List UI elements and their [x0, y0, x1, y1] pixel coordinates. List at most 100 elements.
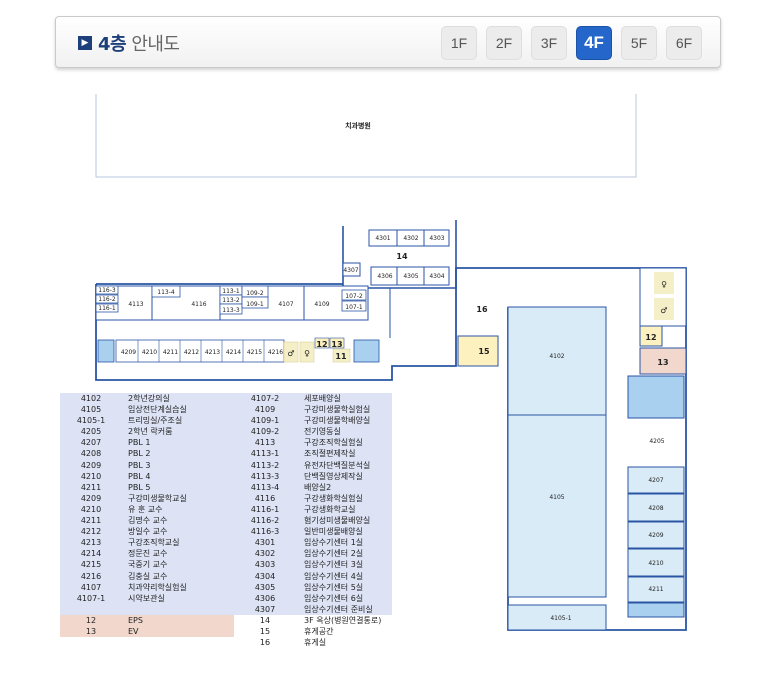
legend-room-name: 휴게실 — [304, 638, 327, 648]
legend-room-name: 트리밍실/주조실 — [128, 416, 183, 426]
tab-6f[interactable]: 6F — [666, 26, 702, 60]
dental-hospital-label: 치과병원 — [345, 121, 371, 130]
legend-room-number: 14 — [259, 615, 271, 625]
legend-room-name: 임상수기센터 4실 — [304, 571, 364, 581]
room-4210: 4210 — [648, 560, 663, 567]
floor-guide-header: ▶ 4층 안내도 1F 2F 3F 4F 5F 6F — [55, 16, 721, 68]
legend-room-number: 4113-1 — [250, 449, 280, 459]
tab-5f[interactable]: 5F — [621, 26, 657, 60]
tab-3f[interactable]: 3F — [531, 26, 567, 60]
legend-room-number: 4301 — [254, 538, 276, 548]
title-text: 안내도 — [126, 34, 180, 55]
room-4102: 4102 — [549, 353, 564, 360]
room-113-1: 113-1 — [222, 288, 240, 295]
legend-room-number: 12 — [60, 614, 122, 626]
room-113-2: 113-2 — [222, 297, 240, 304]
legend-room-number: 4211 — [80, 482, 102, 492]
floor-tabs: 1F 2F 3F 4F 5F 6F — [441, 26, 702, 60]
room-107-2: 107-2 — [345, 293, 363, 300]
legend-room-number: 15 — [259, 626, 271, 636]
legend-row: 4212 방일수 교수 4116-3 일반미생물배양실 — [60, 526, 392, 537]
room-4305: 4305 — [403, 273, 418, 280]
legend-room-number: 4107 — [80, 582, 102, 592]
legend-room-number: 4102 — [80, 394, 102, 403]
room-4208: 4208 — [648, 505, 663, 512]
room-4116: 4116 — [191, 301, 206, 308]
room-4304: 4304 — [429, 273, 444, 280]
legend-room-number: 4105-1 — [76, 416, 106, 426]
legend-room-number: 4207 — [80, 438, 102, 448]
legend-room-name: 일반미생물배양실 — [304, 527, 363, 537]
legend-room-number: 4109-1 — [250, 416, 280, 426]
legend-room-number: 13 — [60, 625, 122, 638]
legend-room-number: 4307 — [254, 604, 276, 614]
bottom-room-label: 4215 — [247, 349, 262, 356]
room-4301: 4301 — [375, 235, 390, 242]
left-wing-rooms: 116-3 116-2 116-1 4113 113-4 4116 113-1 … — [95, 285, 369, 321]
legend-room-number: 4303 — [254, 560, 276, 570]
legend-room-name: 3F 옥상(병원연결통로) — [304, 615, 382, 625]
legend-room-name: 조직절편제작실 — [304, 449, 356, 459]
legend-room-name: 세포배양실 — [304, 394, 341, 403]
bottom-room-label: 4209 — [121, 349, 136, 356]
legend-room-number: 16 — [259, 638, 271, 648]
legend-room-name: 2학년강의실 — [128, 394, 170, 403]
legend-room-number: 4109 — [254, 405, 276, 415]
toilet-men-icon: ♂ — [287, 349, 294, 358]
room-4105-1: 4105-1 — [550, 615, 571, 622]
room-116-2: 116-2 — [98, 296, 116, 303]
tab-1f[interactable]: 1F — [441, 26, 477, 60]
room-107-1: 107-1 — [345, 304, 363, 311]
legend-room-name: 구강미생물학교실 — [128, 493, 187, 503]
room-4209: 4209 — [648, 532, 663, 539]
bottom-room-label: 4212 — [184, 349, 199, 356]
legend-room-number: 4107-2 — [250, 394, 280, 403]
tab-2f[interactable]: 2F — [486, 26, 522, 60]
tab-4f[interactable]: 4F — [576, 26, 612, 60]
center-rooms: 15 16 — [457, 305, 499, 367]
east-wing: 4102 4105 4105-1 ♀ ♂ 12 13 4205 4207 420… — [507, 267, 687, 631]
legend-room-number: 4212 — [80, 527, 102, 537]
room-4205: 4205 — [649, 438, 664, 445]
room-113-3: 113-3 — [222, 307, 240, 314]
room-13: 13 — [657, 358, 668, 367]
bottom-room-label: 4214 — [226, 349, 241, 356]
legend-room-name: 구강미생물학실험실 — [304, 405, 371, 415]
legend-room-number: 4113-2 — [250, 460, 280, 470]
legend-room-number: 4211 — [80, 516, 102, 526]
legend-room-number — [60, 637, 122, 648]
bottom-room-label: 4210 — [142, 349, 157, 356]
page-title: 4층 안내도 — [98, 30, 180, 56]
legend-room-name: 2학년 락커룸 — [128, 427, 173, 437]
floor-number: 4층 — [98, 34, 127, 55]
legend-room-number: 4306 — [254, 593, 276, 603]
room-113-4: 113-4 — [157, 289, 175, 296]
legend-room-number: 4116-2 — [250, 516, 280, 526]
legend-room-number: 4116-3 — [250, 527, 280, 537]
legend-room-name: 방일수 교수 — [128, 527, 168, 537]
legend-room-name: PBL 3 — [128, 460, 151, 470]
legend-room-name: PBL 4 — [128, 471, 151, 481]
legend-room-number: 4215 — [80, 560, 102, 570]
legend-room-name: 임상전단계실습실 — [128, 405, 187, 415]
room-4302: 4302 — [403, 235, 418, 242]
legend-room-name: 임상수기센터 6실 — [304, 593, 364, 603]
legend-row: 16 휴게실 — [60, 637, 392, 648]
room-4113: 4113 — [128, 301, 143, 308]
legend-room-name: 배양실2 — [304, 482, 332, 492]
legend-room-name: 김충실 교수 — [128, 571, 168, 581]
toilet-icon-east-1: ♀ — [661, 280, 667, 289]
clinical-skills-block: 4301 4302 4303 4306 4305 4304 4307 14 — [342, 220, 457, 289]
title-bullet-icon: ▶ — [78, 36, 92, 50]
